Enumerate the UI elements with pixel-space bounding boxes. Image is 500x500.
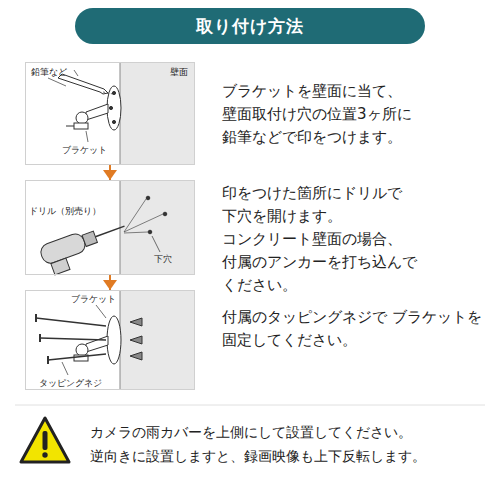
part-label: ドリル（別売り） [29, 206, 101, 217]
warning-note: カメラの雨カバーを上側にして設置してください。 逆向きに設置しますと、録画映像も… [90, 420, 490, 468]
step-arrow [103, 275, 117, 290]
panel-grounds [25, 62, 195, 390]
pencil-and-bracket [48, 70, 121, 142]
step-text: ブラケットを壁面に当て、 壁面取付け穴の位置3ヶ所に 鉛筆などで印をつけます。 [222, 80, 484, 149]
part-label: タッピングネジ [39, 378, 102, 389]
step-panel: ドリル（別売り） 下穴 [25, 180, 195, 275]
title-text: 取り付け方法 [196, 15, 304, 38]
bracket-and-screws [36, 305, 142, 375]
separator [15, 405, 485, 406]
arrow-head [103, 170, 117, 180]
part-label: ブラケット [71, 294, 116, 305]
part-label: 鉛筆など [31, 67, 67, 78]
step-panel: ブラケットタッピングネジ [25, 290, 195, 390]
arrow-head [103, 280, 117, 290]
warning-icon [21, 418, 69, 462]
part-label: 下穴 [154, 254, 172, 265]
step-arrow [103, 165, 117, 180]
part-label: ブラケット [62, 145, 107, 156]
step-text: 付属のタッピングネジで ブラケットを 固定してください。 [222, 306, 484, 352]
step-text: 印をつけた箇所にドリルで 下穴を開けます。 コンクリート壁面の場合、 付属のアン… [222, 182, 484, 297]
step-panel: 鉛筆など 壁面ブラケット [25, 62, 195, 165]
title-band: 取り付け方法 [75, 8, 425, 44]
part-label: 壁面 [170, 67, 188, 78]
